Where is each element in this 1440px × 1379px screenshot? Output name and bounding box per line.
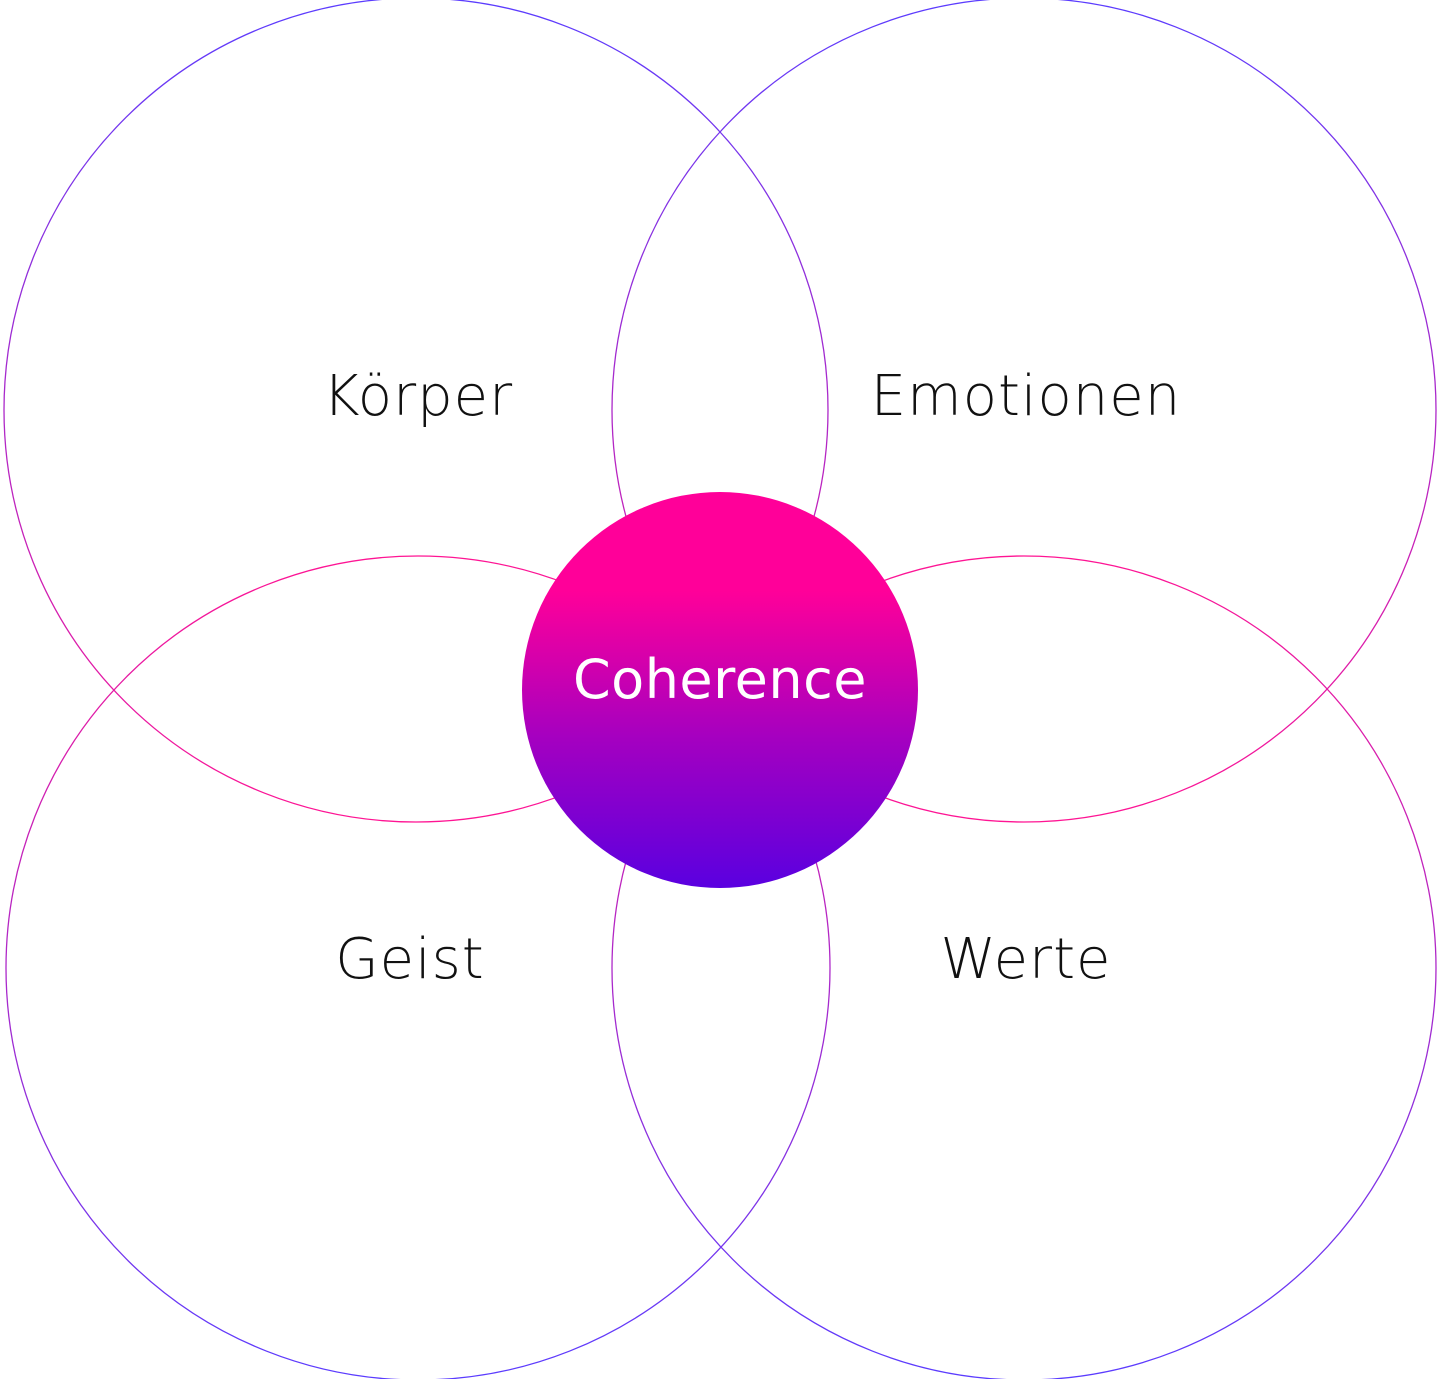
circle-werte — [611, 555, 1437, 1379]
circle-emotionen — [611, 0, 1437, 823]
circle-geist — [5, 555, 831, 1379]
center-circle — [522, 492, 918, 888]
label-werte: Werte — [941, 927, 1112, 992]
label-geist: Geist — [335, 927, 485, 992]
center-label: Coherence — [573, 648, 867, 711]
label-koerper: Körper — [323, 364, 513, 429]
circle-koerper — [3, 0, 829, 823]
label-emotionen: Emotionen — [871, 364, 1181, 429]
